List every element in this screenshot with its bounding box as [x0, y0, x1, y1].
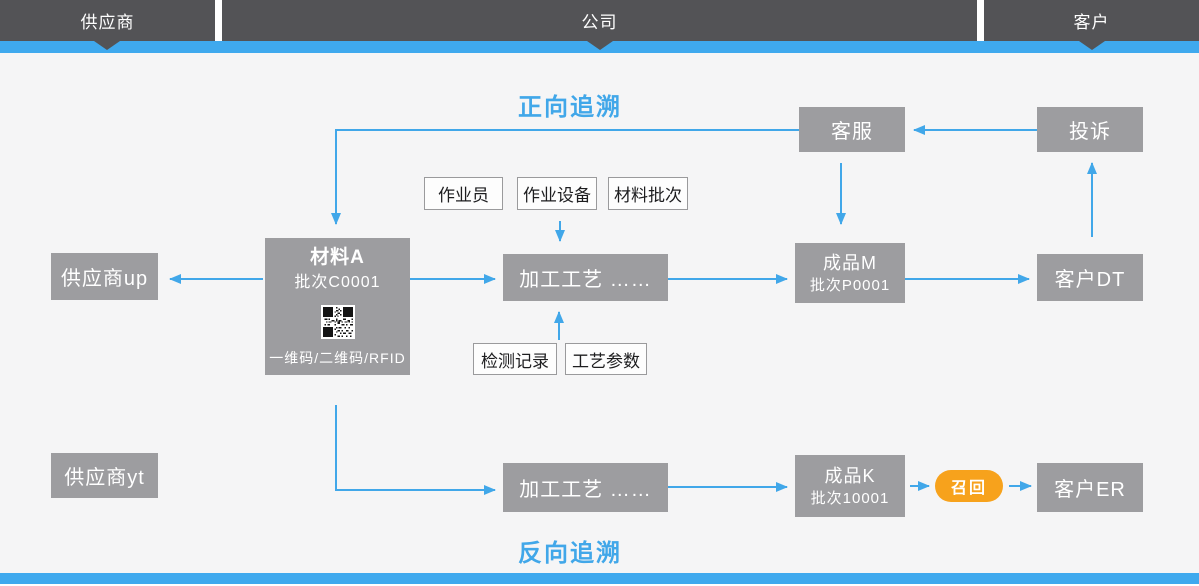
- node-process-params: 工艺参数: [565, 343, 647, 375]
- node-customer-er: 客户ER: [1037, 463, 1143, 512]
- node-material-batch: 材料批次: [608, 177, 688, 210]
- node-supplier-yt: 供应商yt: [51, 453, 158, 498]
- node-product-k: 成品K 批次10001: [795, 455, 905, 517]
- recall-badge: 召回: [935, 470, 1003, 502]
- backward-trace-title: 反向追溯: [518, 540, 622, 567]
- node-supplier-up: 供应商up: [51, 253, 158, 300]
- node-material-a: 材料A 批次C0001: [265, 238, 410, 375]
- node-customer-service: 客服: [799, 107, 905, 152]
- header-segment-supplier: 供应商: [0, 0, 215, 41]
- customer-pointer-triangle: [1079, 41, 1105, 50]
- product-k-title: 成品K: [824, 465, 876, 486]
- material-a-code-types: 一维码/二维码/RFID: [269, 350, 406, 366]
- company-pointer-triangle: [587, 41, 613, 50]
- header-label-company: 公司: [581, 13, 618, 32]
- product-m-batch: 批次P0001: [809, 276, 891, 294]
- qr-code-icon: [320, 305, 355, 339]
- node-inspection-record: 检测记录: [473, 343, 557, 375]
- node-equipment: 作业设备: [517, 177, 597, 210]
- header-label-customer: 客户: [1073, 13, 1110, 32]
- header-label-supplier: 供应商: [80, 13, 135, 32]
- node-complaint: 投诉: [1037, 107, 1143, 152]
- node-customer-dt: 客户DT: [1037, 254, 1143, 301]
- node-process-1: 加工工艺 ……: [503, 254, 668, 301]
- node-product-m: 成品M 批次P0001: [795, 243, 905, 303]
- bottom-accent-bar: [0, 573, 1199, 584]
- header-segment-company: 公司: [222, 0, 977, 41]
- product-k-batch: 批次10001: [810, 489, 890, 507]
- header-segment-customer: 客户: [984, 0, 1199, 41]
- supplier-pointer-triangle: [94, 41, 120, 50]
- product-m-title: 成品M: [823, 252, 877, 273]
- forward-trace-title: 正向追溯: [518, 94, 622, 121]
- node-process-2: 加工工艺 ……: [503, 463, 668, 512]
- material-a-batch: 批次C0001: [294, 274, 381, 291]
- node-operator: 作业员: [424, 177, 503, 210]
- material-a-title: 材料A: [310, 247, 365, 268]
